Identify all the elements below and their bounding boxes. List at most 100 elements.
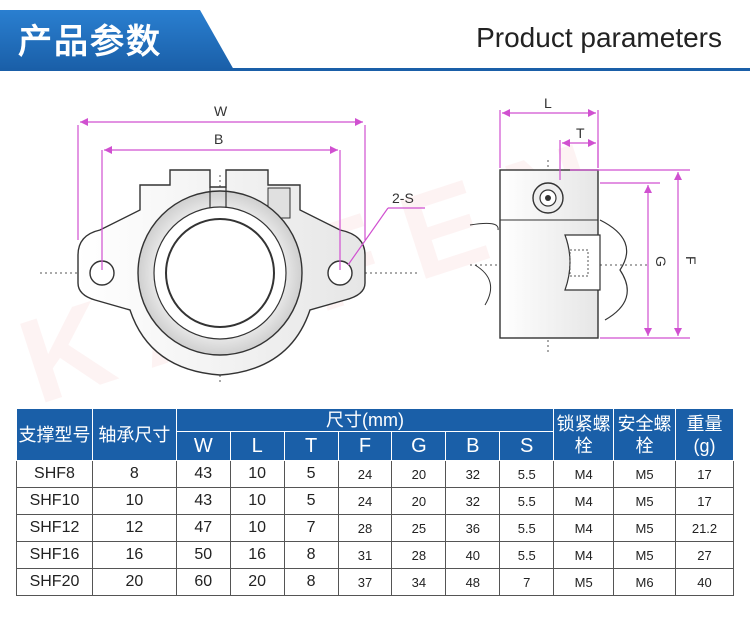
dim-label-t: T — [576, 125, 585, 141]
table-cell: 48 — [445, 568, 501, 596]
header-w: W — [175, 431, 231, 461]
table-cell: 43 — [175, 487, 231, 515]
dim-label-w: W — [214, 103, 228, 119]
page-subtitle: Product parameters — [476, 22, 722, 53]
table-cell: 10 — [229, 487, 285, 515]
table-cell: M4 — [553, 514, 615, 542]
table-cell: 24 — [337, 460, 393, 488]
table-cell: 5.5 — [499, 460, 555, 488]
table-cell: M5 — [613, 487, 676, 515]
table-cell: 40 — [675, 568, 734, 596]
table-cell: 5 — [283, 487, 339, 515]
table-cell: SHF16 — [16, 541, 93, 569]
table-cell: 7 — [283, 514, 339, 542]
table-cell: 7 — [499, 568, 555, 596]
table-cell: 20 — [91, 568, 177, 596]
table-cell: 12 — [91, 514, 177, 542]
header-s: S — [499, 431, 555, 461]
header-g: G — [391, 431, 447, 461]
table-subheader-row: W L T F G B S — [17, 431, 734, 461]
table-cell: 10 — [91, 487, 177, 515]
table-cell: 16 — [229, 541, 285, 569]
title-banner — [0, 10, 234, 70]
table-cell: 5.5 — [499, 514, 555, 542]
table-cell: 5.5 — [499, 541, 555, 569]
header-safety-bolt: 安全螺栓 — [613, 408, 676, 461]
table-cell: 17 — [675, 487, 734, 515]
table-cell: 5.5 — [499, 487, 555, 515]
table-cell: 43 — [175, 460, 231, 488]
table-cell: 8 — [91, 460, 177, 488]
table-cell: 40 — [445, 541, 501, 569]
table-header-row: 支撑型号 轴承尺寸 尺寸(mm) 锁紧螺栓 安全螺栓 重量(g) — [16, 408, 734, 461]
header-model: 支撑型号 — [16, 408, 93, 461]
dim-label-l: L — [544, 95, 552, 111]
table-cell: 47 — [175, 514, 231, 542]
table-cell: SHF20 — [16, 568, 93, 596]
table-cell: M5 — [613, 514, 676, 542]
header-bore: 轴承尺寸 — [91, 408, 177, 461]
header-size-group: 尺寸(mm) — [175, 408, 555, 432]
table-cell: SHF10 — [16, 487, 93, 515]
table-cell: 5 — [283, 460, 339, 488]
header-divider — [0, 68, 750, 71]
table-cell: 10 — [229, 460, 285, 488]
header-l: L — [229, 431, 285, 461]
table-cell: M4 — [553, 487, 615, 515]
side-dimensions — [499, 109, 690, 339]
table-cell: 20 — [391, 460, 447, 488]
table-cell: 16 — [91, 541, 177, 569]
table-cell: SHF8 — [16, 460, 93, 488]
table-cell: 50 — [175, 541, 231, 569]
page-header: 产品参数 Product parameters — [0, 0, 750, 80]
table-cell: M6 — [613, 568, 676, 596]
header-b: B — [445, 431, 501, 461]
table-cell: M4 — [553, 541, 615, 569]
drawing-svg: W B 2-S — [40, 95, 699, 385]
header-t: T — [283, 431, 339, 461]
table-cell: 24 — [337, 487, 393, 515]
table-cell: 32 — [445, 487, 501, 515]
header-f: F — [337, 431, 393, 461]
table-cell: 28 — [391, 541, 447, 569]
table-cell: 8 — [283, 568, 339, 596]
front-view — [40, 169, 420, 385]
page-title: 产品参数 — [18, 22, 162, 62]
dim-label-b: B — [214, 131, 223, 147]
table-cell: 20 — [229, 568, 285, 596]
table-cell: M5 — [613, 460, 676, 488]
dim-label-g: G — [653, 256, 669, 267]
front-dimensions — [77, 118, 425, 270]
header-lock-bolt: 锁紧螺栓 — [553, 408, 615, 461]
table-cell: 17 — [675, 460, 734, 488]
table-cell: 10 — [229, 514, 285, 542]
table-cell: M4 — [553, 460, 615, 488]
table-cell: 36 — [445, 514, 501, 542]
table-cell: 37 — [337, 568, 393, 596]
table-cell: M5 — [613, 541, 676, 569]
table-cell: 21.2 — [675, 514, 734, 542]
table-cell: SHF12 — [16, 514, 93, 542]
table-cell: 28 — [337, 514, 393, 542]
table-cell: M5 — [553, 568, 615, 596]
table-cell: 8 — [283, 541, 339, 569]
table-cell: 27 — [675, 541, 734, 569]
table-cell: 20 — [391, 487, 447, 515]
table-cell: 25 — [391, 514, 447, 542]
spec-table: 支撑型号 轴承尺寸 尺寸(mm) 锁紧螺栓 安全螺栓 重量(g) W L T F… — [16, 408, 734, 596]
table-cell: 60 — [175, 568, 231, 596]
side-view — [469, 160, 650, 355]
dim-label-s: 2-S — [392, 190, 414, 206]
technical-drawing: W B 2-S — [0, 80, 750, 400]
header-weight: 重量(g) — [675, 408, 734, 461]
table-cell: 31 — [337, 541, 393, 569]
table-cell: 34 — [391, 568, 447, 596]
table-cell: 32 — [445, 460, 501, 488]
dim-label-f: F — [683, 256, 699, 265]
